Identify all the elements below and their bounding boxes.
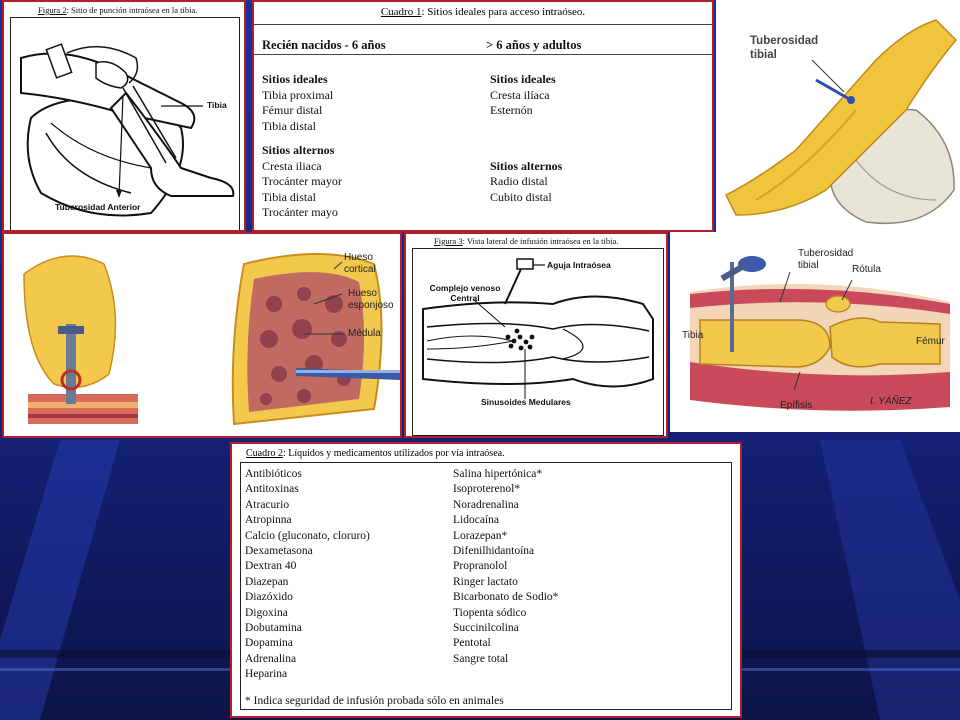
medication-item: Isoproterenol* bbox=[453, 483, 521, 496]
figure2-panel: Figura 2: Sitio de punción intraósea en … bbox=[2, 0, 246, 232]
right-alt-item: Cubito distal bbox=[490, 189, 552, 204]
label-femur: Fémur bbox=[916, 336, 945, 347]
medication-item: Noradrenalina bbox=[453, 498, 519, 511]
medication-item: Pentotal bbox=[453, 637, 491, 650]
cuadro2-left-column: Antibióticos Antitoxinas Atracurio Atrop… bbox=[245, 467, 370, 683]
medication-item: Dobutamina bbox=[245, 622, 302, 635]
leg-color-drawing bbox=[724, 19, 958, 225]
medication-item: Propranolol bbox=[453, 560, 508, 573]
cuadro2-title: Cuadro 2: Líquidos y medicamentos utiliz… bbox=[246, 448, 505, 459]
figure3-frame: Aguja Intraósea Complejo venoso Central … bbox=[412, 248, 664, 436]
bone-section-panel: Hueso cortical Hueso esponjoso Médula bbox=[2, 232, 402, 438]
medication-item: Lorazepan* bbox=[453, 529, 508, 542]
label-tibia: Tibia bbox=[207, 100, 227, 110]
label-hueso-esponjoso: Hueso esponjoso bbox=[348, 288, 394, 311]
left-ideal-title: Sitios ideales bbox=[262, 72, 328, 86]
medication-item: Sangre total bbox=[453, 652, 509, 665]
left-ideal-item: Tibia distal bbox=[262, 118, 316, 133]
lateral-tibia-drawing bbox=[422, 258, 654, 399]
figure3-caption: Figura 3: Vista lateral de infusión intr… bbox=[434, 236, 619, 246]
right-alt-title: Sitios alternos bbox=[490, 158, 563, 173]
medication-item: Adrenalina bbox=[245, 652, 297, 665]
medication-item: Lidocaína bbox=[453, 514, 499, 527]
label-sinusoides-medulares: Sinusoides Medulares bbox=[481, 397, 571, 407]
left-ideal-item: Fémur distal bbox=[262, 103, 323, 117]
cuadro2-right-column: Salina hipertónica* Isoproterenol* Norad… bbox=[453, 467, 558, 667]
label-complejo-venoso: Complejo venoso Central bbox=[429, 283, 501, 303]
medication-item: Heparina bbox=[245, 668, 288, 681]
medication-item: Ringer lactato bbox=[453, 575, 518, 588]
medication-item: Diazepan bbox=[245, 575, 289, 588]
label-tuberosidad-tibial-top: Tuberosidad tibial bbox=[750, 35, 819, 61]
cuadro1-left-column: Sitios ideales Tibia proximal Fémur dist… bbox=[262, 72, 342, 221]
cuadro1-right-column: Sitios ideales Cresta ilíaca Esternón Si… bbox=[490, 72, 562, 205]
right-ideal-title: Sitios ideales bbox=[490, 72, 556, 86]
right-alt-item: Radio distal bbox=[490, 174, 548, 188]
label-aguja-intraosea: Aguja Intraósea bbox=[547, 260, 611, 270]
left-alt-item: Tibia distal bbox=[262, 189, 316, 204]
knee-drawing bbox=[690, 256, 950, 411]
leg-drawing bbox=[20, 43, 235, 217]
label-hueso-cortical: Hueso cortical bbox=[344, 252, 376, 275]
label-tuberosidad-tibial-knee: Tuberosidad tibial bbox=[798, 248, 854, 271]
figure2-caption: Figura 2: Sitio de punción intraósea en … bbox=[38, 5, 198, 15]
left-alt-item: Cresta iliaca bbox=[262, 158, 322, 173]
artist-signature: I. YÁÑEZ bbox=[870, 396, 912, 407]
medication-item: Digoxina bbox=[245, 606, 288, 619]
knee-panel: Tuberosidad tibial Rótula Tibia Fémur Ep… bbox=[670, 232, 960, 432]
figure2-frame: Tibia Tuberosidad Anterior bbox=[10, 17, 240, 230]
left-alt-item: Trocánter mayo bbox=[262, 205, 338, 219]
cuadro2-footnote: * Indica seguridad de infusión probada s… bbox=[245, 695, 504, 707]
left-ideal-item: Tibia proximal bbox=[262, 87, 334, 102]
medication-item: Antibióticos bbox=[245, 468, 302, 480]
right-ideal-item: Cresta ilíaca bbox=[490, 87, 550, 102]
cuadro1-panel: Cuadro 1: Sitios ideales para acceso int… bbox=[252, 0, 714, 232]
cuadro1-right-header: > 6 años y adultos bbox=[486, 38, 582, 52]
cuadro2-table: Antibióticos Antitoxinas Atracurio Atrop… bbox=[240, 462, 732, 710]
label-rotula: Rótula bbox=[852, 264, 881, 275]
left-alt-item: Trocánter mayor bbox=[262, 174, 342, 188]
cuadro1-top-rule bbox=[254, 24, 712, 25]
cuadro1-title: Cuadro 1: Sitios ideales para acceso int… bbox=[380, 6, 586, 18]
medication-item: Difenilhidantoína bbox=[453, 545, 535, 558]
medication-item: Antitoxinas bbox=[245, 483, 299, 496]
medication-item: Atracurio bbox=[245, 498, 290, 511]
medication-item: Dexametasona bbox=[245, 545, 313, 558]
cuadro1-left-header: Recién nacidos - 6 años bbox=[262, 38, 386, 52]
label-tibia-knee: Tibia bbox=[682, 330, 704, 341]
medication-item: Succinilcolina bbox=[453, 622, 519, 635]
medication-item: Diazóxido bbox=[245, 591, 293, 604]
medication-item: Calcio (gluconato, cloruro) bbox=[245, 529, 370, 542]
medication-item: Tiopenta sódico bbox=[453, 606, 527, 619]
cuadro2-panel: Cuadro 2: Líquidos y medicamentos utiliz… bbox=[230, 442, 742, 718]
medication-item: Atropinna bbox=[245, 514, 292, 527]
left-alt-title: Sitios alternos bbox=[262, 143, 335, 157]
cuadro1-header-rule bbox=[254, 54, 712, 55]
label-medula: Médula bbox=[348, 328, 381, 339]
medication-item: Dextran 40 bbox=[245, 560, 297, 573]
medication-item: Bicarbonato de Sodio* bbox=[453, 591, 559, 604]
leg-color-panel: Tuberosidad tibial bbox=[716, 0, 960, 232]
bone-section-drawing bbox=[23, 253, 400, 426]
figure3-panel: Figura 3: Vista lateral de infusión intr… bbox=[404, 232, 668, 438]
right-ideal-item: Esternón bbox=[490, 103, 533, 117]
label-epifisis: Epífisis bbox=[780, 400, 813, 411]
medication-item: Salina hipertónica* bbox=[453, 468, 543, 480]
label-tuberosidad-anterior: Tuberosidad Anterior bbox=[55, 202, 141, 212]
medication-item: Dopamina bbox=[245, 637, 293, 650]
